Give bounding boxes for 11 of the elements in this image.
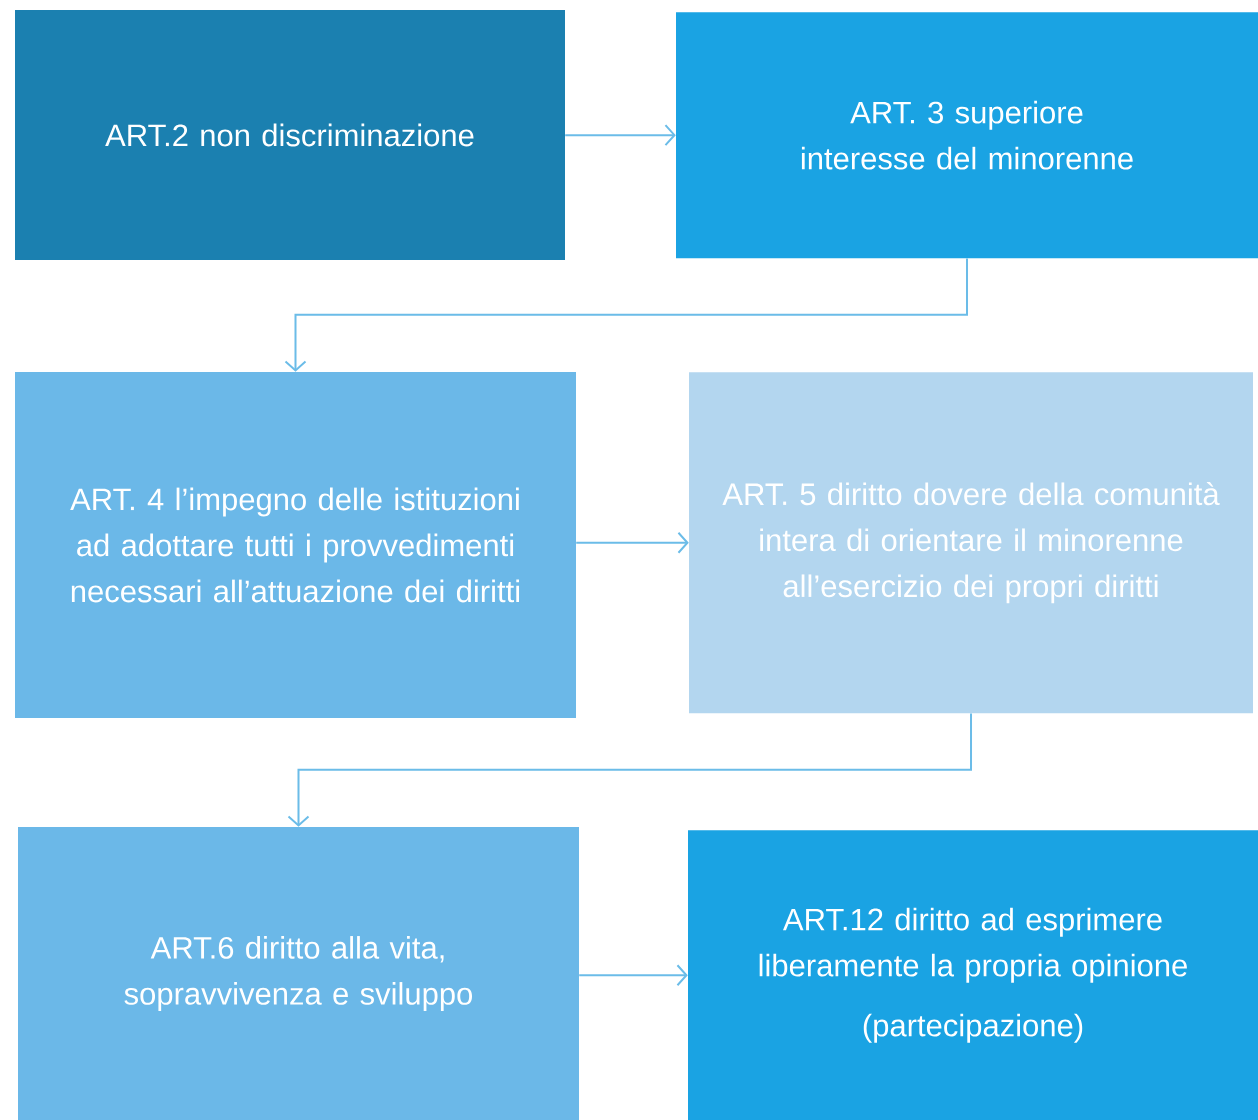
process-box: ART.12 diritto ad esprimere liberamente la propria opinione (partecipazione) [688,830,1258,1120]
process-box: ART. 3 superiore interesse del minorenne [676,12,1258,259]
arrow [578,964,688,987]
process-box: ART.2 non discriminazione [15,10,565,260]
process-box: ART. 4 l’impegno delle istituzioni ad adottare tutti i provvedimenti necessari all’attuazione dei diritti [15,372,576,718]
arrow [564,124,676,147]
arrow [287,712,972,827]
arrow [575,531,689,554]
process-box: ART. 5 diritto dovere della comunità intera di orientare il minorenne all’esercizio dei propri diritti [689,372,1253,714]
process-box: ART.6 diritto alla vita, sopravvivenza e sviluppo [18,827,579,1120]
arrow [284,257,968,372]
